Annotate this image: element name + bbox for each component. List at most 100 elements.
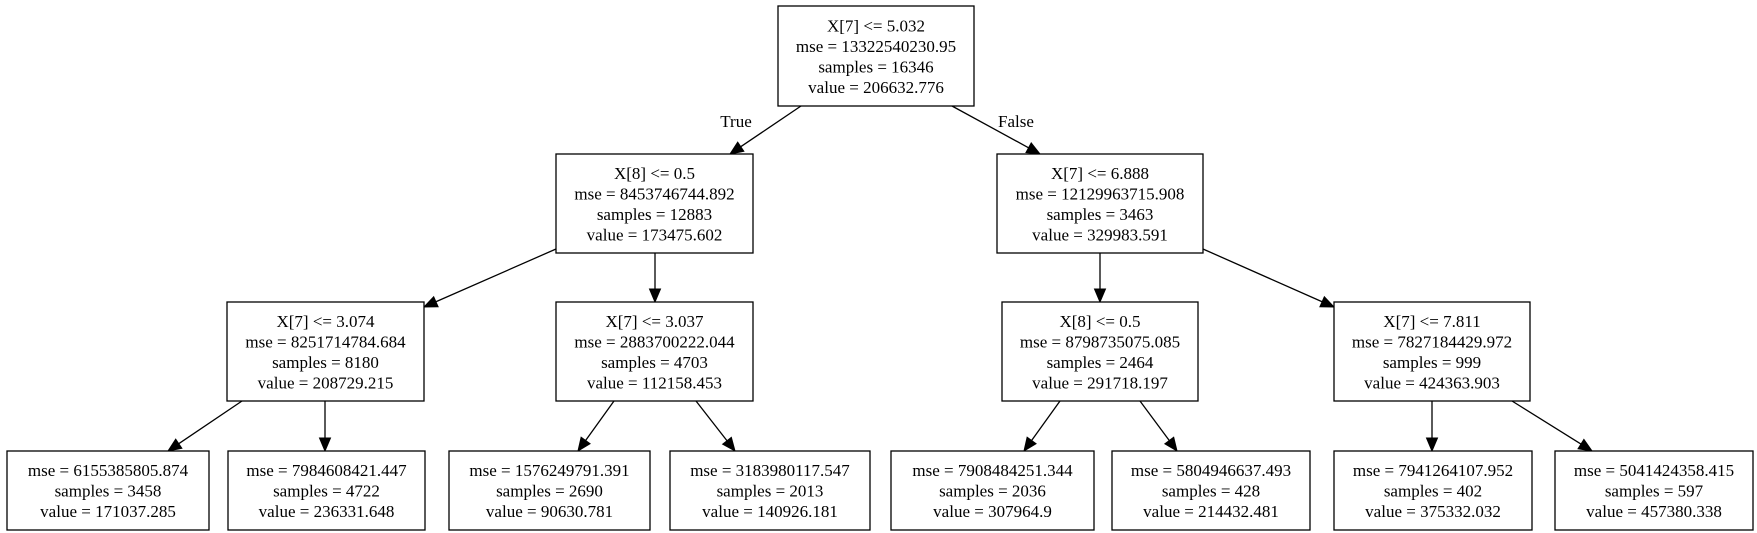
node-text-line: X[7] <= 6.888 <box>1051 164 1149 183</box>
node-box <box>226 301 425 402</box>
node-text-line: X[7] <= 3.037 <box>605 312 704 331</box>
node-text-line: samples = 16346 <box>818 57 933 76</box>
tree-node-n0: X[7] <= 5.032 mse = 13322540230.95samples… <box>777 5 975 107</box>
node-box <box>448 450 651 531</box>
node-text-line: mse = 6155385805.874 <box>28 461 189 480</box>
node-box <box>1001 301 1199 402</box>
node-text-line: value = 173475.602 <box>587 225 723 244</box>
node-text-line: X[8] <= 0.5 <box>1059 312 1140 331</box>
node-text-line: mse = 12129963715.908 <box>1016 184 1185 203</box>
node-text-line: value = 214432.481 <box>1143 502 1279 521</box>
node-box <box>890 450 1095 531</box>
node-box <box>1333 301 1531 402</box>
arrowhead-n3-n7 <box>166 438 183 452</box>
node-text-line: value = 329983.591 <box>1032 225 1168 244</box>
node-text-line: value = 140926.181 <box>702 502 838 521</box>
node-text-line: samples = 4722 <box>273 482 380 501</box>
tree-node-n8: mse = 7984608421.447 samples = 4722value … <box>227 450 426 531</box>
edge-n4-n9 <box>585 400 615 441</box>
node-text-line: samples = 2690 <box>496 482 603 501</box>
edge-n0-n1 <box>740 105 802 148</box>
arrowhead-n5-n12 <box>1163 436 1178 453</box>
edge-n3-n7 <box>178 400 243 445</box>
node-box <box>555 153 754 254</box>
tree-node-n11: mse = 7908484251.344 samples = 2036value … <box>890 450 1095 531</box>
node-text-line: mse = 8453746744.892 <box>574 184 734 203</box>
node-text-line: mse = 1576249791.391 <box>469 461 629 480</box>
node-text-line: mse = 7941264107.952 <box>1353 461 1513 480</box>
node-text-line: mse = 3183980117.547 <box>690 461 850 480</box>
node-text-line: X[7] <= 7.811 <box>1383 312 1480 331</box>
node-text-line: value = 291718.197 <box>1032 373 1168 392</box>
edge-n4-n10 <box>695 400 728 442</box>
node-text-line: X[7] <= 5.032 <box>827 16 925 35</box>
node-text-line: mse = 5804946637.493 <box>1131 461 1291 480</box>
node-text-line: samples = 3463 <box>1047 205 1154 224</box>
arrowhead-n3-n8 <box>318 437 332 453</box>
arrowhead-n4-n9 <box>577 436 591 453</box>
node-text-line: value = 457380.338 <box>1586 502 1722 521</box>
node-box <box>996 153 1204 254</box>
node-text-line: mse = 7908484251.344 <box>912 461 1073 480</box>
node-text-line: samples = 8180 <box>272 353 379 372</box>
node-box <box>6 450 210 531</box>
arrowhead-n1-n4 <box>648 288 662 304</box>
arrowhead-n0-n1 <box>728 141 745 155</box>
node-text-line: samples = 2464 <box>1047 353 1154 372</box>
node-text-line: mse = 2883700222.044 <box>574 332 735 351</box>
arrowhead-n1-n3 <box>422 295 439 308</box>
node-text-line: samples = 402 <box>1384 482 1482 501</box>
node-text-line: value = 171037.285 <box>40 502 176 521</box>
node-text-line: samples = 2036 <box>939 482 1046 501</box>
arrowhead-n2-n6 <box>1319 295 1336 308</box>
node-text-line: X[7] <= 3.074 <box>276 312 375 331</box>
node-box <box>555 301 754 402</box>
node-text-line: samples = 3458 <box>55 482 162 501</box>
edge-n5-n12 <box>1139 400 1170 441</box>
node-box <box>1111 450 1311 531</box>
node-box <box>1554 450 1754 531</box>
node-text-line: mse = 7827184429.972 <box>1352 332 1512 351</box>
edge-n2-n6 <box>1202 248 1323 303</box>
node-box <box>1333 450 1533 531</box>
node-text-line: X[8] <= 0.5 <box>614 164 695 183</box>
node-text-line: value = 208729.215 <box>258 373 394 392</box>
node-text-line: mse = 8251714784.684 <box>245 332 406 351</box>
node-text-line: value = 236331.648 <box>259 502 395 521</box>
edge-n6-n14 <box>1511 400 1582 445</box>
node-text-line: value = 307964.9 <box>933 502 1052 521</box>
node-text-line: value = 424363.903 <box>1364 373 1500 392</box>
edge-n1-n3 <box>435 248 557 303</box>
arrowhead-n6-n14 <box>1577 438 1594 452</box>
edge-label-n0-n2: False <box>998 112 1034 131</box>
node-text-line: value = 375332.032 <box>1365 502 1501 521</box>
node-text-line: value = 112158.453 <box>587 373 722 392</box>
edge-label-n0-n1: True <box>720 112 752 131</box>
node-text-line: mse = 7984608421.447 <box>246 461 407 480</box>
arrowhead-n6-n13 <box>1425 437 1439 453</box>
arrowhead-n4-n10 <box>721 436 736 453</box>
node-box <box>227 450 426 531</box>
node-text-line: samples = 999 <box>1383 353 1481 372</box>
node-text-line: samples = 597 <box>1605 482 1704 501</box>
edge-n5-n11 <box>1031 400 1061 441</box>
node-text-line: samples = 428 <box>1162 482 1260 501</box>
node-text-line: samples = 2013 <box>717 482 824 501</box>
arrowhead-n2-n5 <box>1093 288 1107 304</box>
node-box <box>669 450 871 531</box>
edge-n0-n2 <box>951 105 1029 149</box>
tree-edges: True False <box>166 105 1594 453</box>
node-text-line: mse = 13322540230.95 <box>796 37 956 56</box>
node-text-line: mse = 5041424358.415 <box>1574 461 1734 480</box>
node-text-line: samples = 12883 <box>597 205 712 224</box>
